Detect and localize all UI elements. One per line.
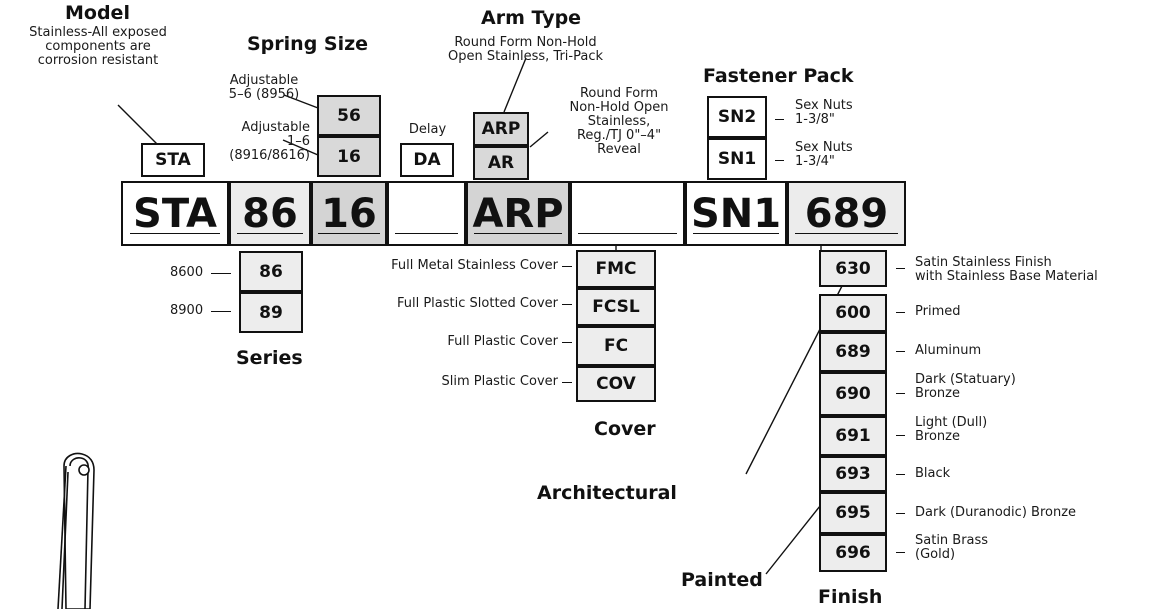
finish-code-box-painted: 600 <box>819 294 887 332</box>
finish-option-label: Aluminum <box>915 343 982 358</box>
arm-option-label: Round Form Non-Hold Open Stainless, Reg.… <box>569 86 669 157</box>
series-option-label: 8600 <box>170 265 204 280</box>
heading-spring-size: Spring Size <box>247 33 369 55</box>
series-option-code-box: 89 <box>239 292 303 333</box>
finish-option-label: Primed <box>915 304 961 319</box>
cover-option-label: Full Plastic Cover <box>447 334 558 349</box>
series-dash <box>211 273 231 274</box>
finish-code-box-architectural: 630 <box>819 250 887 287</box>
fastener-option-code-box: SN2 <box>707 96 767 138</box>
finish-code-box-painted: 689 <box>819 332 887 372</box>
finish-option-label: Black <box>915 466 951 481</box>
segment-underline <box>578 233 677 234</box>
delay-label: Delay <box>408 122 447 137</box>
finish-dash <box>896 513 905 514</box>
heading-series: Series <box>236 347 303 369</box>
finish-dash <box>896 351 905 352</box>
model-description: Stainless-All exposed components are cor… <box>29 25 167 68</box>
fastener-option-label: Sex Nuts 1-3/4" <box>795 140 853 169</box>
heading-architectural: Architectural <box>537 482 677 504</box>
cover-option-label: Slim Plastic Cover <box>441 374 558 389</box>
spring-option-label: Adjustable 5–6 (8956) <box>228 73 300 102</box>
arm-option-code-box: AR <box>473 146 529 180</box>
heading-finish: Finish <box>818 586 883 608</box>
part-number-segment: ARP <box>466 181 570 246</box>
closer-arm-illustration <box>57 452 95 609</box>
cover-dash <box>562 382 572 383</box>
cover-option-code-box: COV <box>576 366 656 402</box>
heading-arm-type: Arm Type <box>481 7 582 29</box>
segment-underline <box>237 233 303 234</box>
part-number-segment: 86 <box>229 181 311 246</box>
heading-fastener-pack: Fastener Pack <box>703 65 854 87</box>
finish-option-label: Dark (Statuary) Bronze <box>915 372 1016 401</box>
heading-painted: Painted <box>681 569 763 591</box>
fastener-option-code-box: SN1 <box>707 138 767 180</box>
fastener-dash <box>775 160 784 161</box>
cover-option-label: Full Metal Stainless Cover <box>391 258 558 273</box>
finish-dash <box>896 312 905 313</box>
spring-option-code-box: 16 <box>317 136 381 177</box>
segment-underline <box>395 233 458 234</box>
arm-type-description: Round Form Non-Hold Open Stainless, Tri-… <box>447 35 604 64</box>
part-number-segment: STA <box>121 181 229 246</box>
finish-dash <box>896 552 905 553</box>
part-number-segment <box>570 181 685 246</box>
delay-code-box: DA <box>400 143 454 177</box>
fastener-dash <box>775 119 784 120</box>
part-number-segment: 16 <box>311 181 387 246</box>
finish-code-box-painted: 693 <box>819 456 887 492</box>
segment-underline <box>693 233 779 234</box>
spring-option-label: Adjustable 1–6 (8916/8616) <box>229 120 310 163</box>
finish-code-box-painted: 696 <box>819 534 887 572</box>
finish-code-box-painted: 695 <box>819 492 887 534</box>
part-number-segment <box>387 181 466 246</box>
model-code-box: STA <box>141 143 205 177</box>
part-number-segment: 689 <box>787 181 906 246</box>
segment-underline <box>795 233 898 234</box>
finish-option-label: Satin Stainless Finish with Stainless Ba… <box>915 255 1098 284</box>
finish-code-box-painted: 691 <box>819 416 887 456</box>
fastener-option-label: Sex Nuts 1-3/8" <box>795 98 853 127</box>
spring-option-code-box: 56 <box>317 95 381 136</box>
series-dash <box>211 311 231 312</box>
finish-dash <box>896 393 905 394</box>
segment-underline <box>318 233 380 234</box>
series-option-code-box: 86 <box>239 251 303 292</box>
painted-leader <box>765 505 821 575</box>
cover-dash <box>562 304 572 305</box>
finish-option-label: Light (Dull) Bronze <box>915 415 988 444</box>
finish-option-label: Dark (Duranodic) Bronze <box>915 505 1077 520</box>
arp-leader <box>503 57 527 113</box>
heading-model: Model <box>65 2 130 24</box>
ar-leader <box>529 131 549 148</box>
cover-option-code-box: FCSL <box>576 288 656 326</box>
finish-option-label: Satin Brass (Gold) <box>915 533 989 562</box>
cover-option-code-box: FC <box>576 326 656 366</box>
spring-16-leader <box>282 139 319 156</box>
arm-option-code-box: ARP <box>473 112 529 146</box>
cover-option-label: Full Plastic Slotted Cover <box>396 296 558 311</box>
segment-underline <box>130 233 220 234</box>
finish-dash <box>896 435 905 436</box>
cover-dash <box>562 266 572 267</box>
model-leader <box>117 104 159 146</box>
cover-dash <box>562 342 572 343</box>
part-number-segment: SN1 <box>685 181 787 246</box>
segment-underline <box>474 233 562 234</box>
finish-code-box-painted: 690 <box>819 372 887 416</box>
heading-cover: Cover <box>594 418 656 440</box>
cover-option-code-box: FMC <box>576 250 656 288</box>
spring-56-leader <box>283 94 319 109</box>
finish-dash <box>896 268 905 269</box>
series-option-label: 8900 <box>170 303 204 318</box>
finish-dash <box>896 474 905 475</box>
